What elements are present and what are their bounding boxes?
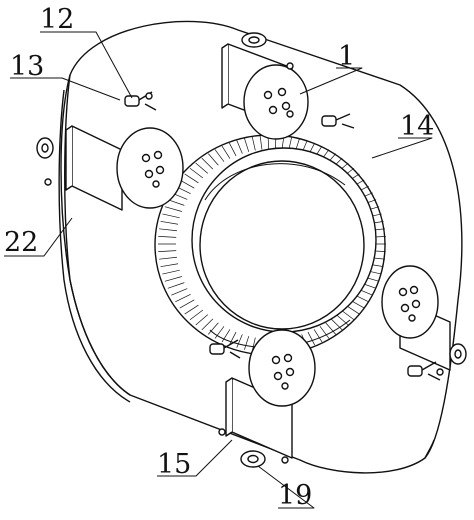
coil-winding-stroke: [228, 142, 237, 157]
coil-winding-stroke: [221, 145, 231, 159]
coil-winding-stroke: [307, 331, 316, 346]
coil-winding-stroke: [214, 149, 225, 162]
coil-winding-stroke: [175, 294, 191, 303]
coil-winding-stroke: [179, 299, 195, 309]
coil-winding-stroke: [162, 269, 180, 275]
coil-winding-stroke: [221, 329, 231, 343]
coil-winding-stroke: [158, 250, 177, 252]
disc-right: [381, 265, 439, 339]
coil-winding-stroke: [160, 263, 179, 268]
coil-winding-stroke: [189, 168, 204, 179]
coil-winding-stroke: [251, 136, 256, 151]
pin-right-top: [321, 113, 355, 129]
coil-winding-stroke: [244, 336, 250, 350]
coil-winding-stroke: [236, 334, 243, 348]
mounting-plate-left: [65, 125, 123, 211]
coil-winding-stroke: [340, 309, 355, 320]
coil-winding-stroke: [214, 326, 225, 339]
label-13: 13: [10, 51, 45, 82]
body-rear-edge: [64, 74, 131, 396]
leader-lines: [4, 31, 433, 509]
coil-winding-stroke: [164, 206, 182, 212]
coil-winding-stroke: [179, 179, 195, 189]
disc-bottom: [248, 329, 316, 407]
label-1: 1: [338, 41, 356, 72]
coil-winding: [154, 134, 386, 356]
label-19: 19: [278, 480, 313, 511]
coil-winding-stroke: [244, 138, 250, 152]
coil-winding-stroke: [313, 329, 323, 343]
coil-winding-stroke: [330, 318, 343, 331]
coil-winding-stroke: [167, 199, 185, 206]
coil-winding-stroke: [228, 331, 237, 346]
coil-winding-stroke: [158, 236, 177, 238]
coil-winding-stroke: [189, 309, 204, 320]
coil-winding-stroke: [159, 256, 177, 260]
coil-winding-stroke: [207, 322, 219, 335]
coil-winding-stroke: [184, 173, 199, 184]
gear-nut-19: [240, 450, 266, 468]
small-bolts: [44, 62, 444, 464]
label-22: 22: [4, 227, 39, 258]
coil-winding-stroke: [195, 162, 208, 174]
coil-winding-stroke: [195, 314, 208, 326]
coil-winding-stroke: [184, 304, 199, 315]
pin-bottom-left: [209, 339, 241, 359]
coil-winding-stroke: [160, 220, 179, 225]
central-bore: [199, 160, 365, 330]
coil-winding-stroke: [162, 213, 180, 219]
label-14: 14: [400, 111, 435, 142]
coil-winding-stroke: [201, 318, 214, 331]
label-15: 15: [157, 449, 192, 480]
coil-winding-stroke: [207, 153, 219, 166]
disc-left: [116, 127, 184, 209]
gear-nut-right: [449, 343, 467, 365]
coil-winding-stroke: [236, 140, 243, 154]
pin-12: [124, 91, 157, 111]
coil-winding-stroke: [164, 276, 182, 282]
gear-nut-left: [36, 137, 54, 159]
coil-winding-stroke: [201, 157, 214, 170]
coil-winding-stroke: [259, 135, 263, 150]
pin-bottom-right: [407, 361, 441, 381]
label-12: 12: [40, 4, 75, 35]
disc-top: [243, 64, 309, 140]
body-side-edge: [58, 89, 131, 403]
coil-winding-stroke: [325, 322, 337, 335]
gear-nut-top: [241, 32, 267, 48]
coil-winding-stroke: [171, 288, 188, 296]
coil-winding-stroke: [167, 282, 185, 289]
coil-winding-stroke: [319, 326, 330, 339]
coil-winding-stroke: [159, 228, 177, 232]
